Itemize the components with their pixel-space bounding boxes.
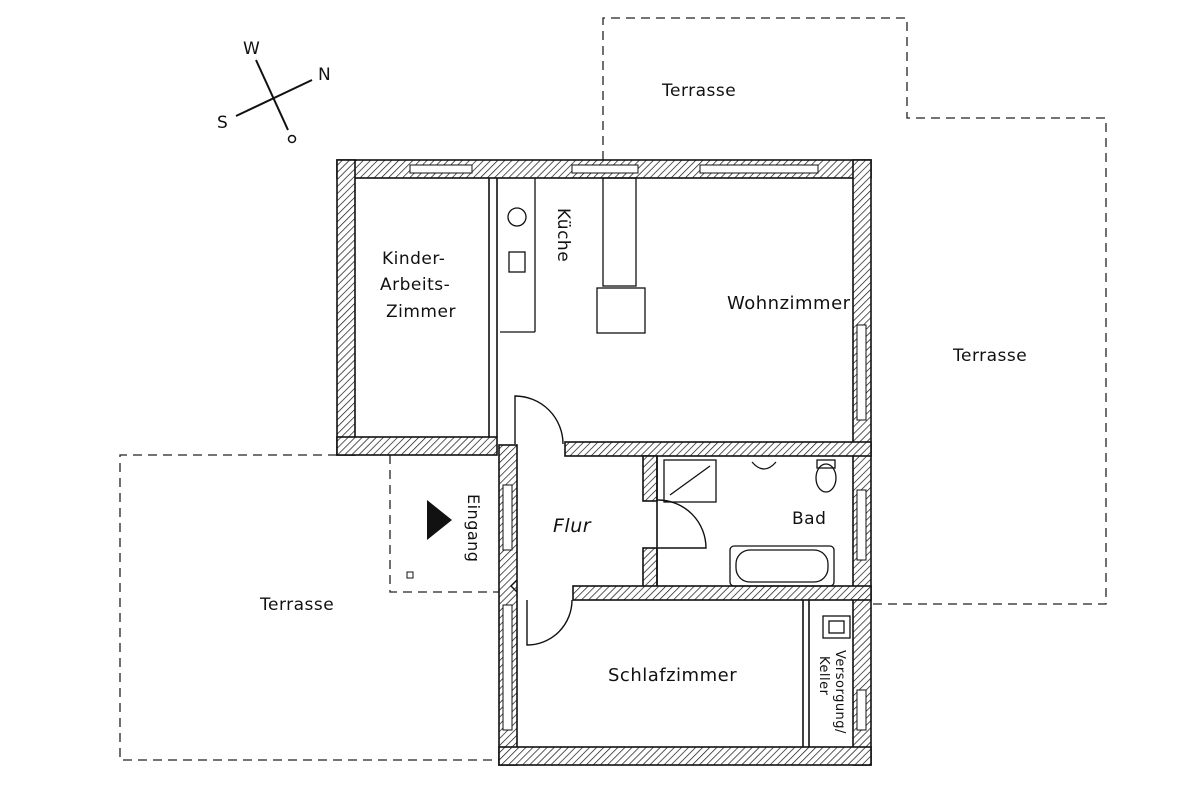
window-right-2 <box>856 489 867 561</box>
room-label-kueche: Küche <box>553 208 573 262</box>
room-label-kinder-3: Zimmer <box>386 302 456 322</box>
compass-o-marker <box>287 134 297 144</box>
window-right-1 <box>856 324 867 421</box>
shower-diagonal <box>669 465 711 496</box>
compass-w-label: W <box>243 39 260 59</box>
room-label-bad: Bad <box>792 509 826 529</box>
fireplace-icon <box>596 287 646 334</box>
shower-icon <box>663 459 717 503</box>
entrance-area-outline <box>389 455 500 593</box>
wall-mid-horizontal <box>564 441 872 457</box>
door-flur-bad[interactable] <box>657 499 707 549</box>
window-top-1 <box>409 164 473 174</box>
room-label-wohnzimmer: Wohnzimmer <box>727 293 851 314</box>
window-top-2 <box>571 164 639 174</box>
stove-icon <box>508 251 526 273</box>
bathroom-fixtures <box>663 459 837 587</box>
terrace-top-outline <box>602 17 1107 605</box>
room-label-versorgung: Versorgung/ <box>832 650 847 734</box>
door-flur-wohn[interactable] <box>514 395 564 445</box>
door-entrance[interactable] <box>510 579 518 593</box>
terrace-outlines <box>119 17 1107 761</box>
chimney-shaft <box>602 177 637 287</box>
room-label-flur: Flur <box>553 515 592 537</box>
entrance-marker <box>406 571 414 579</box>
toilet-tank <box>816 459 836 469</box>
wall-bad-schlaf <box>572 585 872 601</box>
doors <box>510 395 707 646</box>
bathtub-inner <box>735 549 829 583</box>
bathtub-icon <box>729 545 835 587</box>
toilet-icon <box>815 463 837 493</box>
sink-icon <box>507 207 527 227</box>
wall-kinder-bottom <box>336 436 498 456</box>
window-left-flur <box>502 484 513 551</box>
compass-axis-no <box>255 59 289 131</box>
boiler-icon <box>822 615 851 639</box>
kitchen-fixtures <box>500 177 646 334</box>
room-label-schlafzimmer: Schlafzimmer <box>608 665 737 686</box>
terrace-label-top: Terrasse <box>661 81 736 101</box>
outer-walls <box>336 159 872 766</box>
room-label-keller: Keller <box>816 656 831 696</box>
door-flur-schlaf[interactable] <box>526 599 573 646</box>
room-label-kinder-1: Kinder- <box>382 249 445 269</box>
window-right-3 <box>856 689 867 731</box>
entrance-label: Eingang <box>464 494 483 562</box>
washbasin-icon <box>751 461 777 470</box>
keller-fixtures <box>822 615 851 639</box>
entrance-arrow-icon <box>427 500 452 540</box>
compass-s-label: S <box>217 113 228 133</box>
windows <box>409 164 867 731</box>
window-top-3 <box>699 164 819 174</box>
terrace-label-right: Terrasse <box>952 346 1027 366</box>
interior-walls <box>488 178 810 747</box>
compass-n-label: N <box>318 65 331 85</box>
compass-rose <box>235 59 313 144</box>
terrace-label-left: Terrasse <box>259 595 334 615</box>
room-label-kinder-2: Arbeits- <box>380 275 450 295</box>
boiler-inner <box>828 620 845 634</box>
wall-bottom <box>498 746 872 766</box>
terrace-left-outline <box>119 454 500 761</box>
window-left-schlaf <box>502 604 513 731</box>
